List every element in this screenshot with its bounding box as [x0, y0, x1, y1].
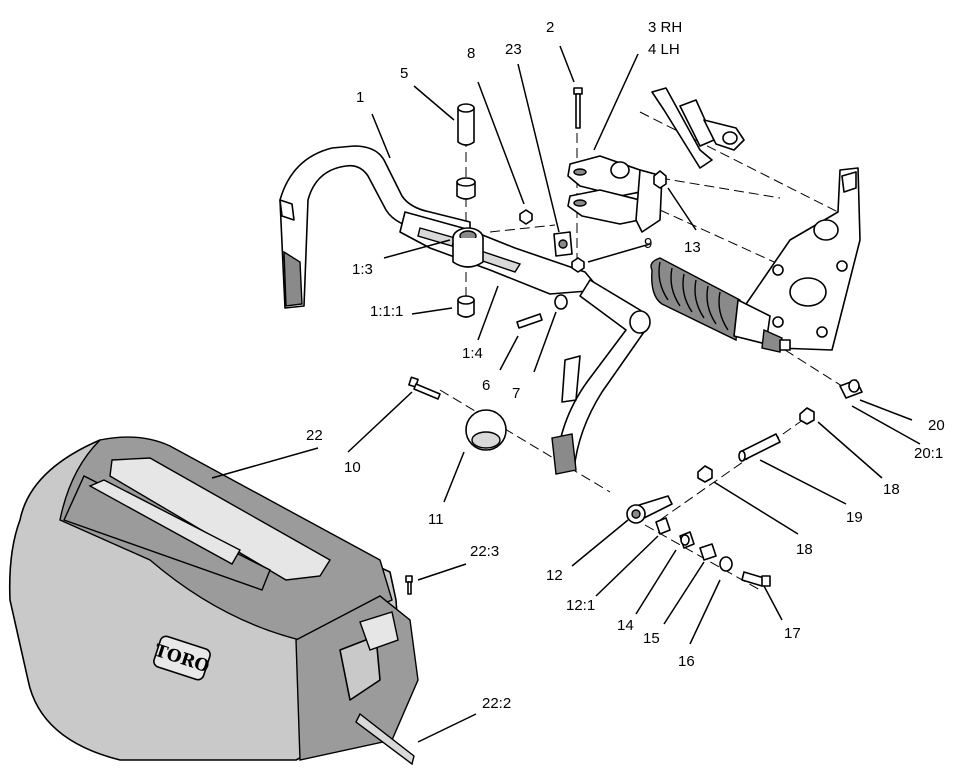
- callout-15: 15: [643, 630, 660, 647]
- nut-part-8: [519, 209, 533, 225]
- nut-part-13: [653, 170, 667, 189]
- bushing-part-14: [679, 531, 695, 549]
- callout-22-3: 22:3: [470, 543, 499, 560]
- plate-part-23: [553, 231, 573, 257]
- callout-4-lh: 4 LH: [648, 41, 680, 58]
- spacer-part-12-1: [655, 517, 671, 535]
- toro-logo: TORO: [152, 635, 212, 681]
- callout-1-1-1: 1:1:1: [370, 303, 403, 320]
- bushing-upper: [456, 177, 476, 200]
- callout-14: 14: [617, 617, 634, 634]
- callout-23: 23: [505, 41, 522, 58]
- bolt-part-2: [573, 87, 583, 129]
- lever-frame-part-1: [279, 145, 651, 475]
- spring-damper: [650, 257, 791, 353]
- washer-part-7: [554, 294, 568, 310]
- bolt-part-6: [516, 313, 543, 329]
- bushing-part-1-1-1: [457, 295, 475, 318]
- leader-lines: [211, 45, 921, 743]
- callout-13: 13: [684, 239, 701, 256]
- callout-18-lower: 18: [796, 541, 813, 558]
- rod-end-part-12: [626, 495, 673, 524]
- stud-part-19: [738, 433, 781, 462]
- bushing-part-15: [699, 543, 717, 561]
- callout-18-upper: 18: [883, 481, 900, 498]
- hood-part-22: TORO: [8, 436, 419, 761]
- mounting-plate: [651, 87, 861, 351]
- washer-part-16: [719, 556, 733, 572]
- callout-20: 20: [928, 417, 945, 434]
- callout-12-1: 12:1: [566, 597, 595, 614]
- callout-9: 9: [644, 235, 652, 252]
- bushing-part-5: [457, 103, 475, 146]
- bracket-part-3-4: [567, 155, 663, 233]
- callout-11: 11: [428, 511, 444, 528]
- callout-22: 22: [306, 427, 323, 444]
- callout-22-2: 22:2: [482, 695, 511, 712]
- callout-20-1: 20:1: [914, 445, 943, 462]
- knob-part-11: [465, 409, 507, 451]
- strip-part-22-2: [355, 712, 415, 766]
- bolt-part-10: [408, 376, 441, 400]
- callout-12: 12: [546, 567, 563, 584]
- callout-6: 6: [482, 377, 490, 394]
- callout-1: 1: [356, 89, 364, 106]
- screw-part-22-3: [405, 575, 413, 595]
- bolt-part-17: [741, 571, 771, 587]
- callout-3-rh: 3 RH: [648, 19, 682, 36]
- callout-1-3: 1:3: [352, 261, 373, 278]
- rod-end-part-20: [839, 379, 863, 399]
- callout-10: 10: [344, 459, 361, 476]
- callout-1-4: 1:4: [462, 345, 483, 362]
- nut-part-9: [571, 257, 585, 273]
- nut-part-18-lower: [697, 465, 713, 483]
- callout-2: 2: [546, 19, 554, 36]
- callout-labels: 1 2 3 RH 4 LH 5 8 23 9 13 1:3 1:1:1 1:4 …: [306, 19, 945, 712]
- callout-16: 16: [678, 653, 695, 670]
- callout-5: 5: [400, 65, 408, 82]
- callout-8: 8: [467, 45, 475, 62]
- callout-17: 17: [784, 625, 801, 642]
- nut-part-18-upper: [799, 407, 815, 425]
- callout-7: 7: [512, 385, 520, 402]
- callout-19: 19: [846, 509, 863, 526]
